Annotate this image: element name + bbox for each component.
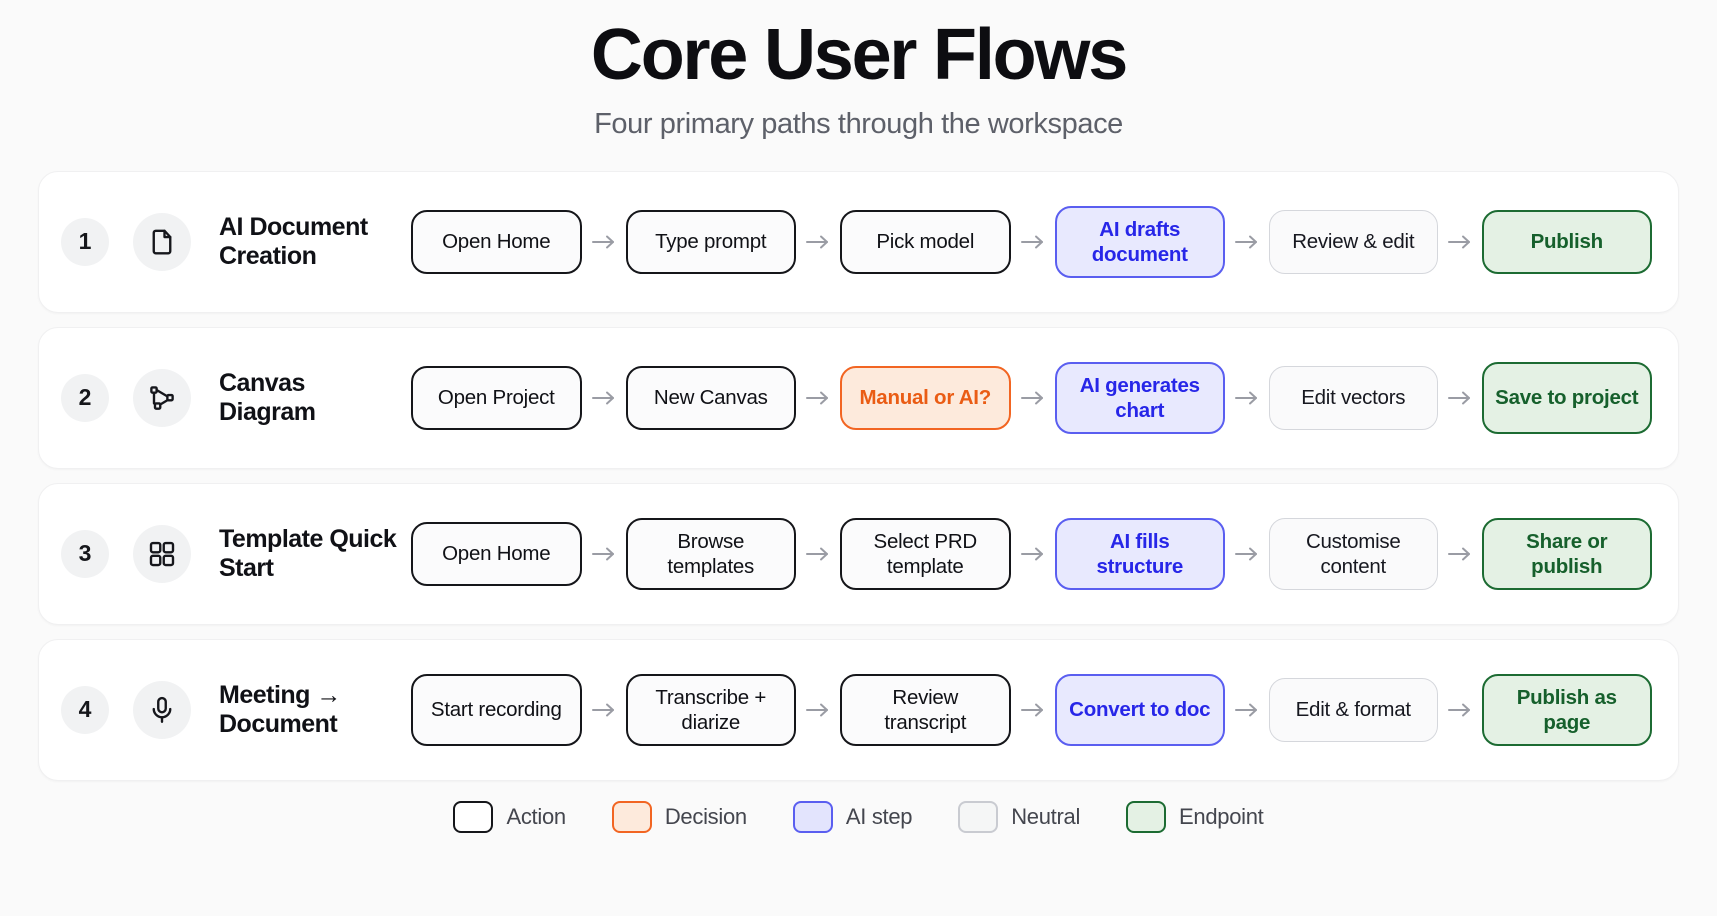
flow-row-title: AI Document Creation <box>219 213 368 270</box>
legend-label: AI step <box>845 803 913 829</box>
legend-label: Endpoint <box>1179 803 1264 829</box>
flow-row-title: Template Quick Start <box>219 525 397 582</box>
flow-arrow-icon <box>1011 700 1055 720</box>
flow-arrow-icon <box>582 544 626 564</box>
flow-arrow-icon <box>796 388 840 408</box>
flow-step-ai[interactable]: Convert to doc <box>1054 673 1225 746</box>
legend: Action Decision AI step Neutral Endpoint <box>38 800 1679 833</box>
flow-row: 2 Canvas Diagram Open Project New Canvas Man… <box>38 326 1679 469</box>
flow-step-ai[interactable]: AI generates chart <box>1054 361 1225 434</box>
flow-arrow-icon <box>796 544 840 564</box>
flow-arrow-icon <box>1011 544 1055 564</box>
flow-arrow-icon <box>796 700 840 720</box>
flow-step-action[interactable]: Open Home <box>411 521 582 586</box>
legend-label: Action <box>506 803 566 829</box>
flow-arrow-icon <box>1438 700 1482 720</box>
flow-step-ai[interactable]: AI fills structure <box>1054 517 1225 590</box>
legend-item: Action <box>453 800 566 833</box>
legend-label: Neutral <box>1011 803 1081 829</box>
flow-step-action[interactable]: Type prompt <box>625 209 796 274</box>
legend-item: Decision <box>611 800 747 833</box>
flow-step-decision[interactable]: Manual or AI? <box>840 365 1011 430</box>
flow-row-index: 1 <box>61 217 109 266</box>
flow-step-neutral[interactable]: Customise content <box>1269 517 1438 590</box>
flow-steps: Open Home Browse templates Select PRD temp… <box>411 517 1652 590</box>
flow-step-endpoint[interactable]: Publish as page <box>1481 673 1652 746</box>
flow-arrow-icon <box>1011 232 1055 252</box>
flow-arrow-icon <box>1438 544 1482 564</box>
flow-step-neutral[interactable]: Edit vectors <box>1269 365 1438 430</box>
flow-arrow-icon <box>1225 388 1269 408</box>
legend-item: Endpoint <box>1126 800 1264 833</box>
flow-arrow-icon <box>1225 544 1269 564</box>
flow-row: 1 AI Document Creation Open Home Type promp… <box>38 170 1679 313</box>
flow-step-endpoint[interactable]: Share or publish <box>1481 517 1652 590</box>
microphone-icon <box>133 680 191 739</box>
flow-step-action[interactable]: Open Project <box>411 365 582 430</box>
flow-step-action[interactable]: Browse templates <box>625 517 796 590</box>
flow-arrow-icon <box>796 232 840 252</box>
legend-item: AI step <box>792 800 913 833</box>
legend-swatch-endpoint <box>1126 800 1167 833</box>
legend-swatch-neutral <box>958 800 999 833</box>
flow-step-ai[interactable]: AI drafts document <box>1054 205 1225 278</box>
flow-row-index: 2 <box>61 373 109 422</box>
flow-steps: Open Home Type prompt Pick model AI drafts … <box>411 205 1652 278</box>
flow-arrow-icon <box>1225 232 1269 252</box>
flow-arrow-icon <box>582 232 626 252</box>
flow-row-index: 3 <box>61 529 109 578</box>
legend-swatch-action <box>453 800 494 833</box>
flow-arrow-icon <box>582 388 626 408</box>
page-title: Core User Flows <box>590 15 1128 95</box>
legend-label: Decision <box>664 803 747 829</box>
flow-step-neutral[interactable]: Review & edit <box>1269 209 1438 274</box>
flow-step-action[interactable]: Start recording <box>411 673 582 746</box>
flow-row: 4 Meeting → Document Start recording Transc… <box>38 638 1679 781</box>
canvas-nodes-icon <box>133 368 191 427</box>
flow-steps: Open Project New Canvas Manual or AI? AI ge… <box>411 361 1652 434</box>
grid-icon <box>133 524 191 583</box>
flow-step-action[interactable]: Pick model <box>840 209 1011 274</box>
document-icon <box>133 212 191 271</box>
flow-step-endpoint[interactable]: Publish <box>1481 209 1652 274</box>
flow-row-title: Canvas Diagram <box>219 369 316 426</box>
legend-swatch-decision <box>611 800 652 833</box>
flow-row-index: 4 <box>61 685 109 734</box>
flow-step-neutral[interactable]: Edit & format <box>1269 677 1438 742</box>
flow-step-endpoint[interactable]: Save to project <box>1481 361 1652 434</box>
page-subtitle: Four primary paths through the workspace <box>594 107 1123 140</box>
flow-arrow-icon <box>1225 700 1269 720</box>
flow-step-action[interactable]: Transcribe + diarize <box>625 673 796 746</box>
flow-arrow-icon <box>1011 388 1055 408</box>
flow-step-action[interactable]: Review transcript <box>840 673 1011 746</box>
flow-step-action[interactable]: Open Home <box>411 209 582 274</box>
flow-steps: Start recording Transcribe + diarize Revie… <box>411 673 1652 746</box>
legend-swatch-ai <box>792 800 833 833</box>
flow-row-title: Meeting → Document <box>219 681 341 738</box>
page-header: Core User Flows Four primary paths throu… <box>38 14 1679 141</box>
flow-step-action[interactable]: New Canvas <box>625 365 796 430</box>
flow-arrow-icon <box>582 700 626 720</box>
flow-arrow-icon <box>1438 388 1482 408</box>
flow-step-action[interactable]: Select PRD template <box>840 517 1011 590</box>
legend-item: Neutral <box>958 800 1081 833</box>
flow-arrow-icon <box>1438 232 1482 252</box>
